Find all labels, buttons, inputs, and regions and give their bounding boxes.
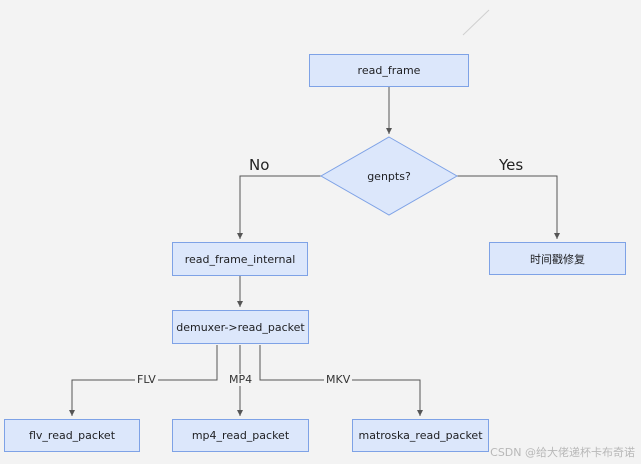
- watermark-text: CSDN @给大佬递杯卡布奇诺: [490, 446, 635, 459]
- node-demuxer-read-packet: demuxer->read_packet: [172, 310, 309, 344]
- node-genpts: genpts?: [367, 169, 411, 183]
- edge-genpts-no: [237, 175, 321, 239]
- node-matroska-read-packet: matroska_read_packet: [352, 419, 489, 452]
- edge-label-no: No: [249, 156, 270, 174]
- edge-genpts-yes: [457, 175, 560, 239]
- edge-label-flv: FLV: [135, 373, 158, 386]
- edge-label-mkv: MKV: [324, 373, 353, 386]
- node-read-frame: read_frame: [309, 54, 469, 87]
- decorative-stroke: [462, 9, 490, 36]
- node-flv-read-packet: flv_read_packet: [4, 419, 140, 452]
- node-timestamp-fix: 时间戳修复: [489, 242, 626, 275]
- edge-label-mp4: MP4: [227, 373, 255, 386]
- edge-label-yes: Yes: [499, 156, 524, 174]
- node-read-frame-internal: read_frame_internal: [172, 242, 308, 276]
- node-mp4-read-packet: mp4_read_packet: [172, 419, 309, 452]
